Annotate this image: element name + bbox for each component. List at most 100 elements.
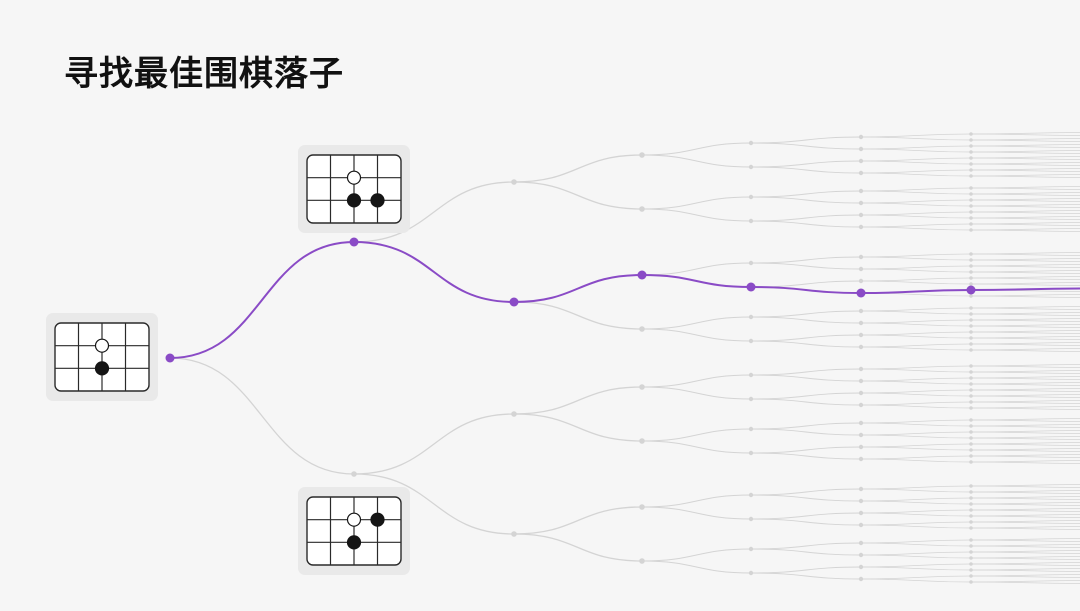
tree-node bbox=[511, 411, 517, 417]
tree-node bbox=[748, 194, 754, 200]
white-stone bbox=[346, 512, 362, 527]
tree-branch bbox=[513, 413, 643, 442]
tree-node bbox=[748, 516, 754, 522]
tree-node bbox=[748, 492, 754, 498]
tree-branch bbox=[860, 265, 972, 270]
tree-node bbox=[969, 424, 973, 428]
tree-branch bbox=[750, 334, 862, 342]
tree-branch bbox=[641, 548, 752, 562]
tree-branch bbox=[970, 455, 1080, 458]
tree-node bbox=[969, 364, 973, 368]
tree-branch bbox=[860, 524, 972, 529]
best-path-node bbox=[349, 237, 359, 247]
tree-node bbox=[969, 330, 973, 334]
tree-node bbox=[969, 186, 973, 190]
tree-node bbox=[969, 550, 973, 554]
tree-branch bbox=[860, 365, 972, 370]
tree-node bbox=[748, 570, 754, 576]
tree-node bbox=[969, 318, 973, 322]
tree-branch bbox=[970, 217, 1080, 220]
tree-node bbox=[969, 520, 973, 524]
tree-node bbox=[858, 188, 864, 194]
tree-node bbox=[858, 254, 864, 260]
tree-node bbox=[858, 200, 864, 206]
tree-branch bbox=[750, 428, 862, 436]
tree-node bbox=[969, 388, 973, 392]
tree-node bbox=[969, 294, 973, 298]
tree-branch bbox=[970, 265, 1080, 268]
tree-branch bbox=[860, 500, 972, 505]
best-path-node bbox=[746, 282, 756, 292]
tree-node bbox=[969, 222, 973, 226]
tree-branches bbox=[169, 132, 1080, 584]
tree-branch bbox=[860, 488, 972, 493]
bottom-branch-board bbox=[298, 487, 410, 575]
tree-branch bbox=[860, 497, 972, 502]
tree-branch bbox=[860, 575, 972, 580]
tree-node bbox=[639, 384, 645, 390]
tree-branch bbox=[860, 343, 972, 348]
tree-node bbox=[639, 438, 645, 444]
tree-node bbox=[858, 134, 864, 140]
tree-branch bbox=[860, 310, 972, 315]
tree-branch bbox=[750, 446, 862, 454]
tree-node bbox=[639, 504, 645, 510]
tree-branch bbox=[513, 301, 643, 330]
tree-branch bbox=[750, 280, 862, 288]
tree-node bbox=[858, 576, 864, 582]
tree-branch bbox=[641, 142, 752, 156]
tree-branch bbox=[641, 262, 752, 276]
tree-node bbox=[969, 382, 973, 386]
tree-branch bbox=[860, 253, 972, 258]
black-stone bbox=[370, 193, 385, 208]
tree-branch bbox=[860, 322, 972, 327]
tree-branch bbox=[860, 223, 972, 228]
tree-branch bbox=[860, 377, 972, 382]
tree-branch bbox=[970, 515, 1080, 518]
tree-branch bbox=[970, 569, 1080, 572]
tree-node bbox=[969, 376, 973, 380]
tree-branch bbox=[860, 554, 972, 559]
tree-node bbox=[969, 454, 973, 458]
tree-node bbox=[969, 312, 973, 316]
tree-branch bbox=[860, 434, 972, 439]
tree-node bbox=[511, 531, 517, 537]
tree-branch bbox=[970, 187, 1080, 190]
tree-branch bbox=[970, 349, 1080, 352]
tree-node bbox=[748, 164, 754, 170]
tree-branch bbox=[860, 512, 972, 517]
best-path-node bbox=[165, 353, 175, 363]
tree-branch bbox=[970, 211, 1080, 214]
tree-branch bbox=[970, 503, 1080, 506]
tree-branch bbox=[970, 331, 1080, 334]
tree-branch bbox=[641, 196, 752, 210]
tree-branch bbox=[750, 214, 862, 222]
tree-node bbox=[969, 562, 973, 566]
tree-branch bbox=[970, 443, 1080, 446]
tree-branch bbox=[750, 220, 862, 228]
tree-branch bbox=[970, 277, 1080, 280]
tree-node bbox=[858, 212, 864, 218]
tree-branch bbox=[970, 539, 1080, 542]
tree-node bbox=[748, 338, 754, 344]
tree-branch bbox=[860, 422, 972, 427]
tree-node bbox=[969, 162, 973, 166]
tree-node bbox=[858, 332, 864, 338]
tree-branch bbox=[641, 506, 752, 520]
tree-branch bbox=[860, 521, 972, 526]
tree-branch bbox=[750, 398, 862, 406]
tree-branch bbox=[750, 368, 862, 376]
tree-node bbox=[858, 308, 864, 314]
tree-branch bbox=[860, 566, 972, 571]
tree-branch bbox=[970, 337, 1080, 340]
tree-branch bbox=[860, 401, 972, 406]
tree-node bbox=[969, 270, 973, 274]
tree-node bbox=[858, 170, 864, 176]
tree-node bbox=[748, 314, 754, 320]
tree-branch bbox=[860, 389, 972, 394]
tree-node bbox=[858, 278, 864, 284]
tree-node bbox=[969, 490, 973, 494]
tree-node bbox=[748, 426, 754, 432]
tree-branch bbox=[970, 431, 1080, 434]
tree-branch bbox=[860, 551, 972, 556]
